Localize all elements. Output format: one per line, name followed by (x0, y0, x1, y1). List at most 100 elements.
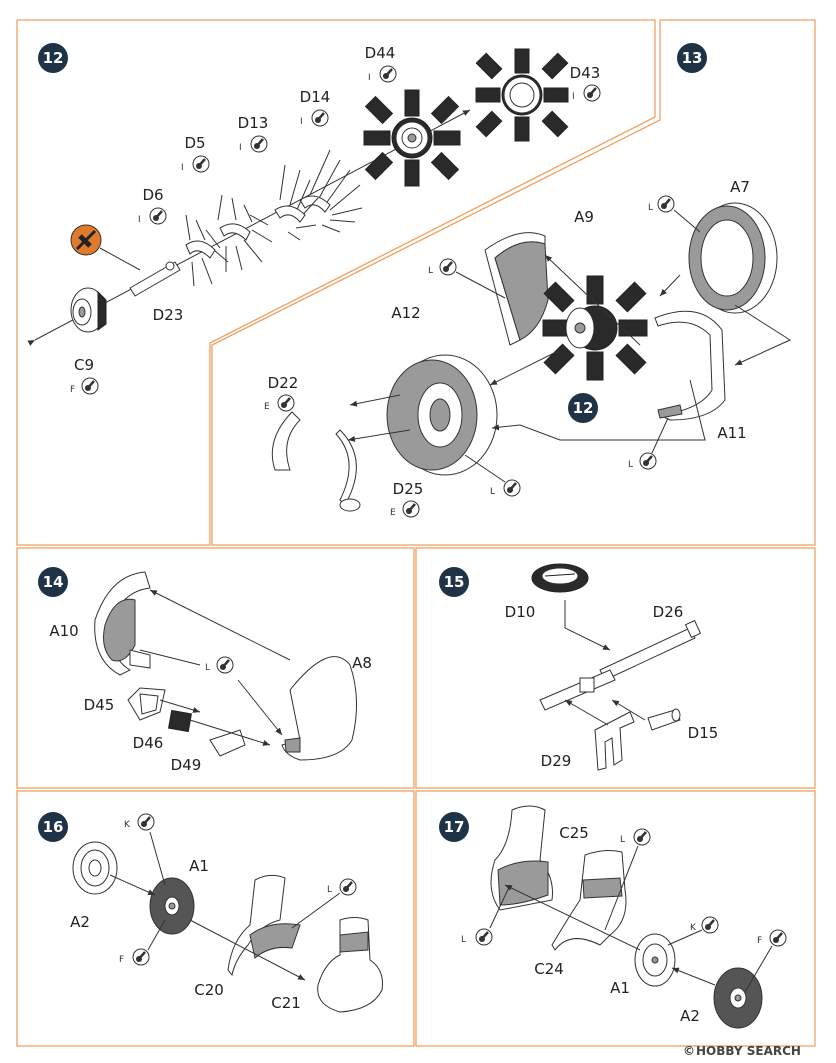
paint-code-l1: L (620, 835, 625, 845)
part-c20-panel (227, 874, 301, 977)
step-17: 17 C25 L L C24 K (439, 805, 788, 1029)
warning-icon (70, 224, 102, 256)
label-d13: D13 (238, 114, 269, 132)
paint-icon-d14 (310, 108, 330, 128)
paint-icon-k-17 (700, 915, 720, 935)
part-c21-cowl (317, 917, 383, 1013)
paint-code-a7: L (648, 203, 653, 213)
step-17-number: 17 (444, 818, 465, 836)
step-15-number: 15 (444, 573, 465, 591)
paint-code-d43: I (572, 92, 575, 102)
paint-icon-f-17 (768, 928, 788, 948)
label-d23: D23 (153, 306, 184, 324)
step-13: 13 (264, 43, 792, 519)
step-17-badge: 17 (439, 812, 469, 842)
part-a12-firewall (386, 354, 498, 476)
paint-code-d5: I (181, 163, 184, 173)
part-d45 (127, 687, 166, 721)
step-16: 16 K A1 A2 F L (38, 812, 383, 1013)
part-a1-disc (149, 877, 195, 935)
paint-code-d25: E (390, 508, 396, 518)
paint-icon-d44 (378, 64, 398, 84)
paint-icon-a11 (638, 451, 658, 471)
paint-code-c9: F (70, 385, 75, 395)
part-c25-panel (490, 805, 553, 911)
paint-icon-d6 (148, 206, 168, 226)
paint-code-d44: I (368, 73, 371, 83)
part-d13-pushrods (274, 164, 319, 241)
label-d43: D43 (570, 64, 601, 82)
label-d46: D46 (133, 734, 164, 752)
part-a9-cowl-half (484, 232, 549, 346)
part-a7-ring (688, 202, 778, 314)
label-d10: D10 (505, 603, 536, 621)
part-a10-cowl (94, 571, 151, 676)
label-d44: D44 (365, 44, 396, 62)
watermark-copyright: © (683, 1044, 695, 1058)
paint-icon-l (338, 877, 358, 897)
step-16-number: 16 (43, 818, 64, 836)
label-a1: A1 (189, 857, 209, 875)
part-d22-mount (271, 411, 361, 512)
paint-code-d22: E (264, 402, 270, 412)
part-d46-grille (168, 709, 192, 733)
label-d49: D49 (171, 756, 202, 774)
watermark-brand: HOBBY SEARCH (696, 1044, 801, 1058)
label-c21: C21 (271, 994, 301, 1012)
paint-icon-d22 (276, 393, 296, 413)
paint-code-d13: I (239, 143, 242, 153)
part-d5-pushrods (217, 194, 273, 272)
paint-icon-l2 (474, 927, 494, 947)
paint-icon-a9 (438, 257, 458, 277)
step-15: 15 D10 D26 D15 D29 (439, 563, 719, 771)
paint-code-f-17: F (757, 936, 762, 946)
paint-code-d14: I (300, 117, 303, 127)
label-d45: D45 (84, 696, 115, 714)
assembly-arrows-13 (347, 254, 792, 442)
label-c9: C9 (74, 356, 94, 374)
label-d22: D22 (268, 374, 299, 392)
part-c9-gear (70, 287, 107, 333)
part-a1-disc-17 (634, 933, 676, 987)
paint-icon-d5 (191, 154, 211, 174)
label-a12: A12 (391, 304, 420, 322)
label-c25: C25 (559, 824, 589, 842)
part-a11-cowl-half (654, 310, 726, 421)
paint-code-d6: I (138, 215, 141, 225)
paint-icon-d13 (249, 134, 269, 154)
label-d29: D29 (541, 752, 572, 770)
assembly-arrows-16 (109, 874, 306, 981)
label-a1-17: A1 (610, 979, 630, 997)
part-a8-cowl (281, 656, 358, 761)
step-12-badge: 12 (38, 43, 68, 73)
paint-code-l2: L (461, 935, 466, 945)
assembly-arrows-17 (504, 884, 716, 986)
label-c20: C20 (194, 981, 224, 999)
label-a8: A8 (352, 654, 372, 672)
part-d23-shaft (129, 261, 181, 297)
assembly-arrows-14 (149, 589, 291, 746)
paint-code-f: F (119, 955, 124, 965)
label-a7: A7 (730, 178, 750, 196)
paint-icon-a7 (656, 194, 676, 214)
label-d25: D25 (393, 480, 424, 498)
part-d49 (209, 729, 246, 757)
label-d14: D14 (300, 88, 331, 106)
part-d14-pushrods (299, 149, 363, 233)
paint-code-a10: L (205, 663, 210, 673)
paint-code-k: K (124, 820, 131, 830)
label-d5: D5 (184, 134, 205, 152)
paint-code-l: L (327, 885, 332, 895)
paint-icon-k (136, 812, 156, 832)
part-d43-cylinders (475, 48, 569, 142)
paint-code-a9: L (428, 266, 433, 276)
sub-step-12-number: 12 (573, 399, 594, 417)
part-d6-pushrods (185, 214, 229, 287)
step-13-badge: 13 (677, 43, 707, 73)
step-13-number: 13 (682, 49, 703, 67)
sub-step-12-badge: 12 (568, 393, 598, 423)
label-d15: D15 (688, 724, 719, 742)
assembly-arrows-15 (564, 600, 646, 726)
label-d6: D6 (142, 186, 163, 204)
